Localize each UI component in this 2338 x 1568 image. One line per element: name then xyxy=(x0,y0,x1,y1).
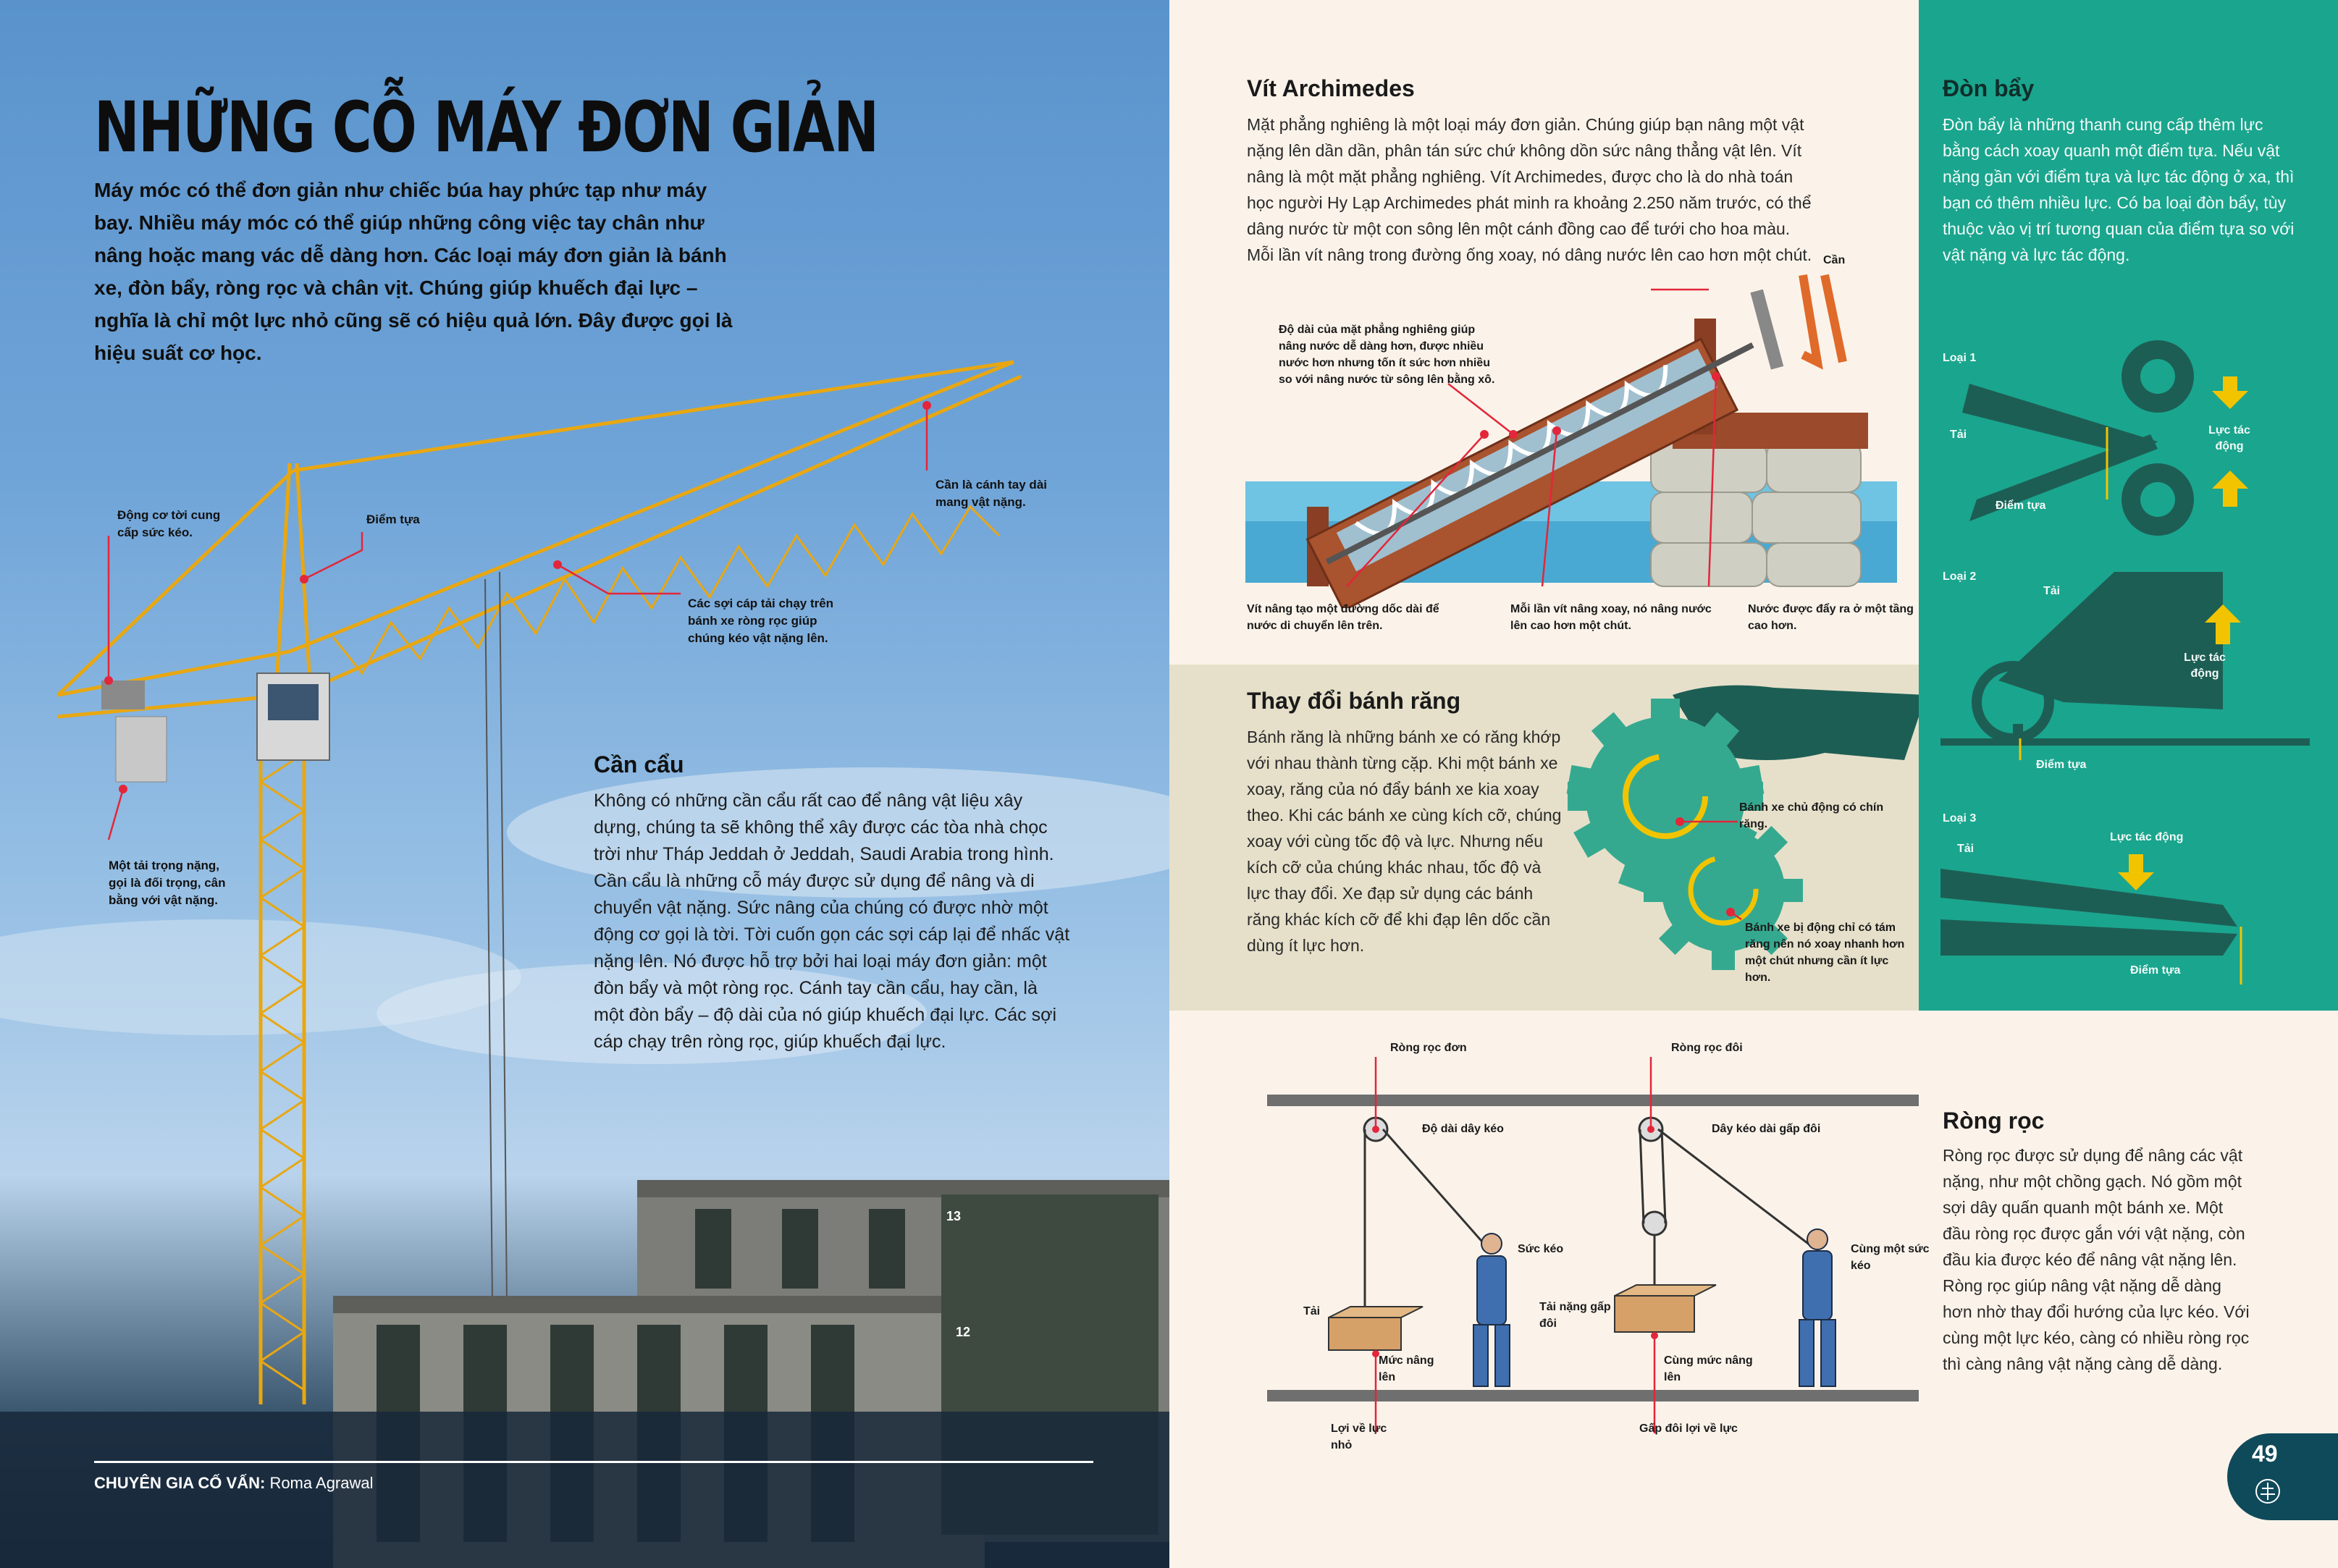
pulley-label-double: Ròng rọc đôi xyxy=(1671,1042,1743,1054)
arch-label-path: Vít nâng tạo một đường dốc dài để nước d… xyxy=(1247,603,1439,632)
label-fulcrum: Điểm tựa xyxy=(366,513,420,526)
lever-type3-load: Tải xyxy=(1957,843,1975,855)
gears-heading: Thay đổi bánh răng xyxy=(1247,688,1461,714)
label-boom: Cần là cánh tay dài mang vật nặng. xyxy=(935,478,1047,509)
credit-divider xyxy=(94,1461,1093,1463)
crane-photo-page: NHỮNG CỖ MÁY ĐƠN GIẢN Máy móc có thể đơn… xyxy=(0,0,1169,1568)
lever-type2-force: Lực tác động xyxy=(2184,652,2226,680)
lever-type1: Loại 1 xyxy=(1943,352,1977,364)
pulley-label-adv-small: Lợi về lực nhỏ xyxy=(1331,1422,1387,1451)
lever-type1-force: Lực tác động xyxy=(2208,424,2250,452)
archimedes-screw-illustration xyxy=(1245,274,1897,608)
label-counterweight: Một tải trọng nặng, gọi là đối trọng, câ… xyxy=(109,859,226,907)
pulley-label-single: Ròng rọc đơn xyxy=(1390,1042,1467,1054)
pulley-label-lift: Mức nâng lên xyxy=(1379,1354,1434,1383)
pulley-label-adv-double: Gấp đôi lợi về lực xyxy=(1639,1422,1738,1435)
page-number-tab xyxy=(2227,1433,2338,1520)
label-motor: Động cơ tời cung cấp sức kéo. xyxy=(117,508,221,539)
credit-name: Roma Agrawal xyxy=(269,1474,374,1492)
lever-type3-force: Lực tác động xyxy=(2110,831,2184,843)
pulley-label-rope-len: Độ dài dây kéo xyxy=(1422,1123,1504,1135)
pulley-label-load: Tải xyxy=(1303,1305,1321,1318)
page-number: 49 xyxy=(2252,1441,2278,1467)
lever-type3-fulcrum: Điểm tựa xyxy=(2130,964,2181,977)
pulley-text: Ròng rọc được sử dụng để nâng các vật nặ… xyxy=(1943,1146,2250,1373)
lever-type1-fulcrum: Điểm tựa xyxy=(1996,500,2046,512)
lever-diagrams xyxy=(1940,340,2310,985)
gears-text: Bánh răng là những bánh xe có răng khớp … xyxy=(1247,728,1562,955)
lever-type1-load: Tải xyxy=(1950,429,1967,441)
arch-label-length: Độ dài của mặt phẳng nghiêng giúp nâng n… xyxy=(1279,324,1495,386)
archimedes-text: Mặt phẳng nghiêng là một loại máy đơn gi… xyxy=(1247,115,1812,264)
building-number-13: 13 xyxy=(946,1209,962,1223)
gear-label-driven: Bánh xe bị động chỉ có tám răng nên nó x… xyxy=(1745,922,1905,984)
pulley-diagram xyxy=(1267,1057,1919,1433)
arch-label-handle: Cần xyxy=(1823,254,1846,266)
page-title: NHỮNG CỖ MÁY ĐƠN GIẢN xyxy=(94,87,879,168)
credit-label: CHUYÊN GIA CỐ VẤN: xyxy=(94,1474,266,1492)
arch-label-out: Nước được đẩy ra ở một tầng cao hơn. xyxy=(1748,603,1914,632)
label-cables: Các sợi cáp tải chạy trên bánh xe ròng r… xyxy=(688,597,834,645)
pulley-label-rope-double: Dây kéo dài gấp đôi xyxy=(1712,1123,1821,1135)
pulley-label-double-load: Tải nặng gấp đôi xyxy=(1539,1301,1611,1330)
lever-type3: Loại 3 xyxy=(1943,812,1977,825)
pulley-label-same-pull: Cùng một sức kéo xyxy=(1851,1243,1930,1272)
lever-type2-load: Tải xyxy=(2043,585,2061,597)
publisher-logo-icon xyxy=(2255,1479,2280,1504)
archimedes-heading: Vít Archimedes xyxy=(1247,75,1415,101)
lever-type2: Loại 2 xyxy=(1943,570,1977,583)
arch-label-turn: Mỗi lần vít nâng xoay, nó nâng nước lên … xyxy=(1510,603,1712,632)
lever-heading: Đòn bẩy xyxy=(1943,75,2035,101)
crane-heading: Cần cẩu xyxy=(594,751,684,777)
pulley-label-same-lift: Cùng mức nâng lên xyxy=(1664,1354,1753,1383)
lever-text: Đòn bẩy là những thanh cung cấp thêm lực… xyxy=(1943,115,2295,264)
gears-illustration xyxy=(1566,685,1919,970)
gear-label-driver: Bánh xe chủ động có chín răng. xyxy=(1739,801,1884,830)
crane-photo xyxy=(0,360,1169,1568)
building-number-12: 12 xyxy=(956,1325,971,1339)
credit-line: CHUYÊN GIA CỐ VẤN: Roma Agrawal xyxy=(94,1474,374,1493)
crane-text: Không có những cần cẩu rất cao để nâng v… xyxy=(594,791,1070,1052)
pulley-label-pull: Sức kéo xyxy=(1518,1243,1564,1255)
intro-text: Máy móc có thể đơn giản như chiếc búa ha… xyxy=(94,179,733,364)
pulley-heading: Ròng rọc xyxy=(1943,1108,2045,1134)
lever-type2-fulcrum: Điểm tựa xyxy=(2036,759,2087,771)
